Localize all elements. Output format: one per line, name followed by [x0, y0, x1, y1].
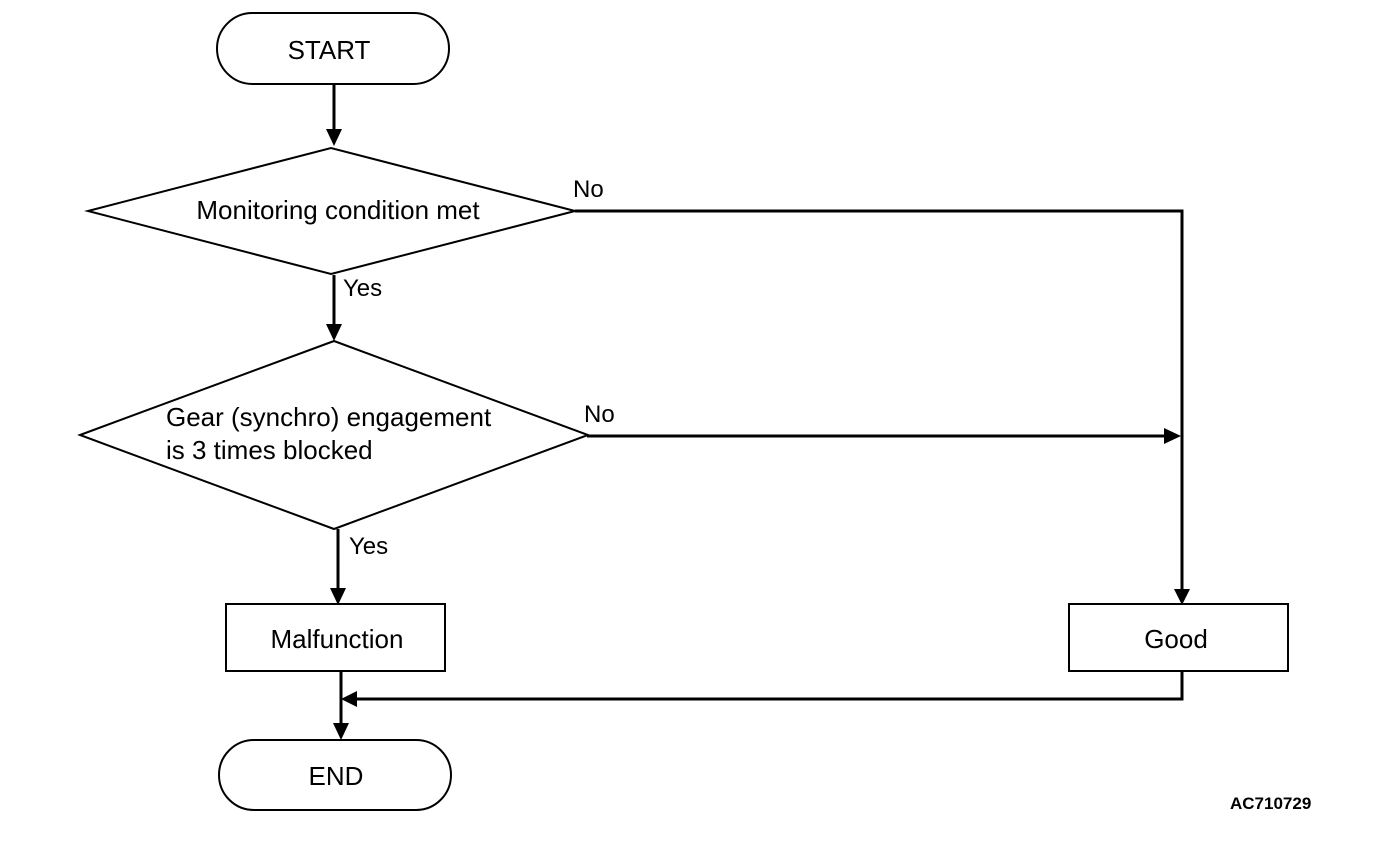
arrowhead-icon: [1174, 589, 1190, 605]
arrowhead-icon: [333, 723, 349, 740]
start-terminator: START: [216, 12, 450, 85]
figure-id: AC710729: [1230, 794, 1311, 813]
decision-gear-label-line2: is 3 times blocked: [166, 435, 373, 465]
process-malfunction-label: Malfunction: [271, 624, 404, 654]
arrowhead-icon: [326, 324, 342, 341]
gear-no-label: No: [584, 401, 615, 428]
arrowhead-icon: [341, 691, 357, 707]
end-label: END: [309, 761, 364, 791]
process-malfunction: Malfunction: [225, 603, 446, 672]
monitoring-yes-label: Yes: [343, 275, 382, 302]
decision-monitoring: Monitoring condition met: [84, 146, 576, 276]
start-label: START: [288, 35, 371, 65]
line-monitoring-no-to-good: [575, 209, 1184, 590]
decision-gear: Gear (synchro) engagement is 3 times blo…: [77, 339, 591, 531]
process-good-label: Good: [1144, 624, 1208, 654]
line-good-to-end: [356, 672, 1184, 701]
process-good: Good: [1068, 603, 1289, 672]
decision-gear-label-line1: Gear (synchro) engagement: [166, 402, 492, 432]
decision-monitoring-label: Monitoring condition met: [196, 195, 480, 225]
connectors: [326, 85, 1190, 740]
monitoring-no-label: No: [573, 176, 604, 203]
arrowhead-icon: [1164, 428, 1181, 444]
end-terminator: END: [218, 739, 452, 811]
arrowhead-icon: [326, 129, 342, 146]
arrowhead-icon: [330, 588, 346, 605]
gear-yes-label: Yes: [349, 533, 388, 560]
